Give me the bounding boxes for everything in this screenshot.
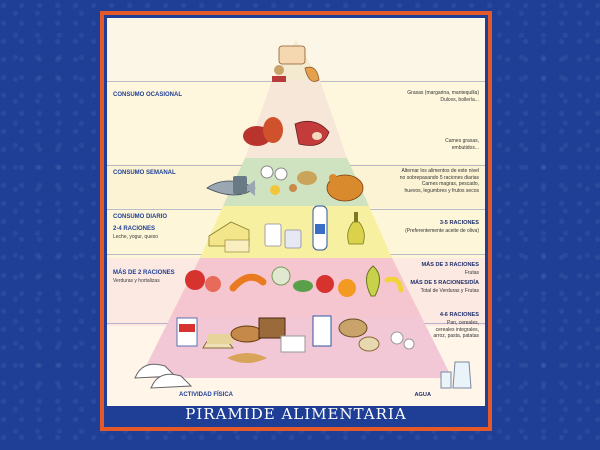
label-dairy-portions: 2-4 RACIONES <box>113 226 156 232</box>
label-consumo-semanal: CONSUMO SEMANAL <box>113 170 176 176</box>
pyramid-illustration <box>134 40 472 389</box>
label-veg-items: Verduras y hortalizas <box>113 278 160 284</box>
label-consumo-ocasional: CONSUMO OCASIONAL <box>113 92 182 98</box>
label-day-portions: MÁS DE 5 RACIONES/DÍA <box>410 280 479 286</box>
label-oil-note: (Preferentemente aceite de oliva) <box>405 228 479 234</box>
label-dairy-items: Leche, yogur, queso <box>113 234 159 240</box>
label-fruit-items: Frutas <box>464 270 479 276</box>
label-veg-portions: MÁS DE 2 RACIONES <box>113 270 175 276</box>
label-cereal-portions: 4-6 RACIONES <box>439 312 479 318</box>
label-oil-portions: 3-5 RACIONES <box>439 220 479 226</box>
label-agua: AGUA <box>414 392 431 398</box>
fruit-vegetables-icon <box>185 265 404 297</box>
label-cereal-items: Pan, cereales, cereales integrales, arro… <box>433 320 479 339</box>
label-ocasional-right: Grasas (margarina, mantequilla)Dulces, b… <box>407 90 479 103</box>
protein-icon <box>206 165 364 202</box>
poster-title: PIRAMIDE ALIMENTARIA <box>185 405 407 423</box>
water-jug-icon <box>440 361 472 389</box>
label-fruit-portions: MÁS DE 3 RACIONES <box>421 262 480 268</box>
sneakers-icon <box>134 363 193 389</box>
food-pyramid-poster: CONSUMO OCASIONAL CONSUMO SEMANAL CONSUM… <box>107 18 485 406</box>
label-semanal-right: Alternar los alimentos de este nivel no … <box>399 168 479 194</box>
poster-frame: CONSUMO OCASIONAL CONSUMO SEMANAL CONSUM… <box>100 11 492 431</box>
label-day-items: Total de Verduras y Frutas <box>420 288 479 294</box>
dairy-icon <box>208 205 365 253</box>
label-consumo-diario: CONSUMO DIARIO <box>113 214 167 220</box>
poster-inner: CONSUMO OCASIONAL CONSUMO SEMANAL CONSUM… <box>104 15 488 427</box>
label-meat-right: Carnes grasas,embutidos... <box>445 138 479 151</box>
label-actividad-fisica: ACTIVIDAD FÍSICA <box>179 392 233 398</box>
sweets-icon <box>272 45 320 82</box>
cereals-bread-icon <box>176 315 415 363</box>
meat-icon <box>243 117 330 146</box>
